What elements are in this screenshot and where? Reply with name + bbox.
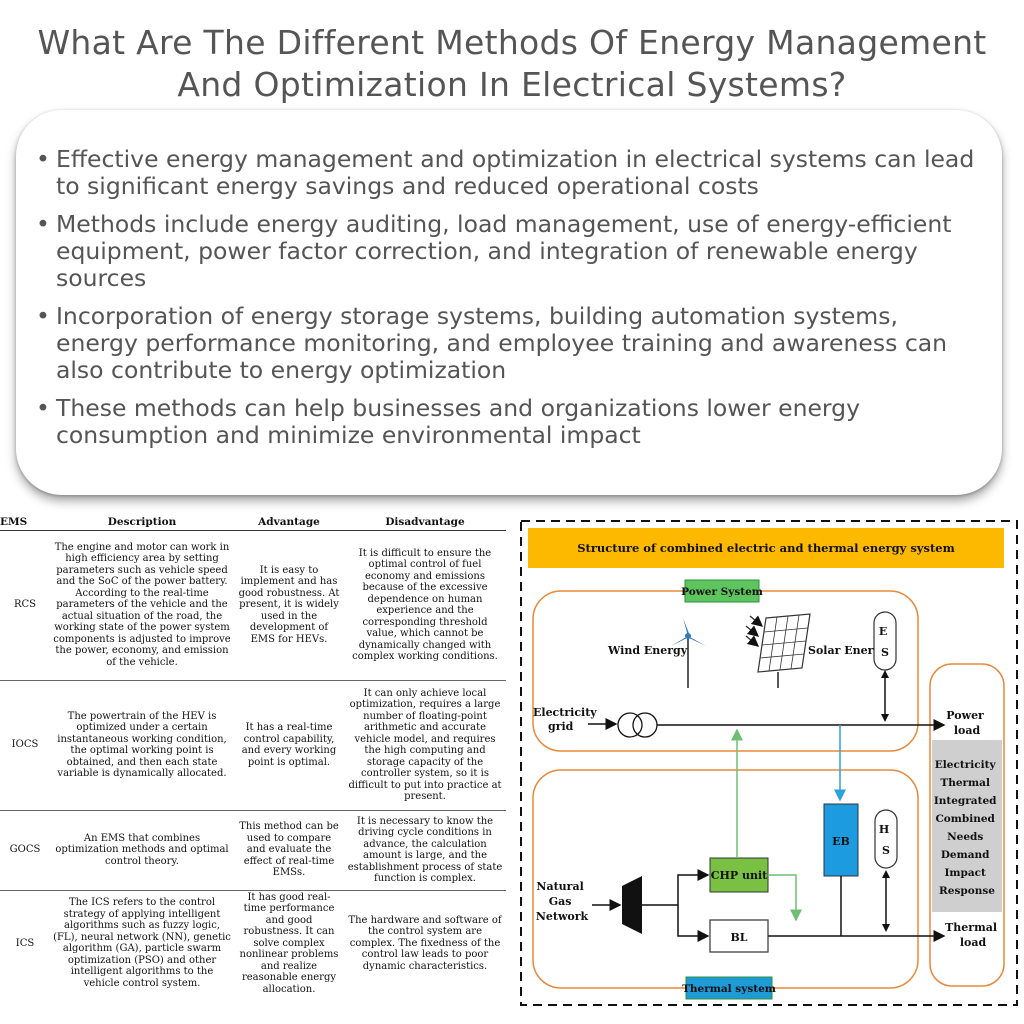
row-name: RCS	[0, 530, 50, 681]
page-title: What Are The Different Methods Of Energy…	[0, 22, 1024, 106]
es-letter: S	[881, 646, 889, 659]
gas-to-chp-line	[642, 869, 710, 906]
chp-unit-box	[709, 857, 769, 893]
gas-to-bl-line	[677, 905, 710, 942]
row-advantage: It is easy to implement and has good rob…	[234, 530, 344, 681]
es-label: E S	[879, 625, 891, 659]
hs-arrow-up	[882, 870, 890, 878]
energy-system-diagram: Structure of combined electric and therm…	[518, 518, 1024, 1014]
bullet-item: Incorporation of energy storage systems,…	[36, 303, 986, 384]
row-name: GOCS	[0, 810, 50, 891]
hs-letter: H	[879, 823, 889, 836]
row-advantage: This method can be used to compare and e…	[234, 810, 344, 891]
dr-line: Integrated	[934, 795, 997, 807]
power-load-line: Power	[946, 709, 984, 722]
gas-line: Network	[536, 910, 589, 923]
power-system-label: Power System	[681, 586, 763, 598]
row-advantage: It has good real-time performance and go…	[234, 890, 344, 994]
table-row: RCS The engine and motor can work in hig…	[0, 530, 506, 681]
row-description: The engine and motor can work in high ef…	[50, 530, 234, 681]
electricity-grid-label: Electricity grid	[533, 706, 601, 733]
demand-response-label: Electricity Thermal Integrated Combined …	[934, 759, 1000, 897]
transformer-icon	[617, 712, 658, 738]
thermal-system-label-box	[685, 976, 773, 1000]
thermal-load-line: load	[960, 936, 987, 949]
dr-line: Electricity	[935, 759, 997, 771]
dr-line: Response	[939, 885, 995, 897]
solar-energy-label: Solar Energy	[808, 644, 888, 657]
ems-table-image: EMS Description Advantage Disadvantage R…	[0, 516, 506, 994]
es-arrow-down	[881, 714, 889, 722]
table-header-row: EMS Description Advantage Disadvantage	[0, 516, 506, 531]
title-line-1: What Are The Different Methods Of Energy…	[37, 23, 987, 62]
diagram-header: Structure of combined electric and therm…	[577, 541, 955, 555]
thermal-system-label: Thermal system	[682, 983, 776, 995]
thermal-load-label: Thermal load	[945, 921, 1001, 949]
eb-box	[823, 803, 859, 877]
wind-turbine-icon	[671, 618, 706, 688]
bullet-item: Methods include energy auditing, load ma…	[36, 211, 986, 292]
row-description: The ICS refers to the control strategy o…	[50, 890, 234, 994]
power-system-label-box	[684, 579, 760, 603]
dr-line: Thermal	[940, 777, 990, 789]
dr-line: Combined	[935, 813, 995, 825]
gas-compressor-icon	[622, 876, 642, 934]
bl-box	[709, 919, 769, 953]
grid-line: grid	[548, 720, 574, 733]
gas-line: Natural	[536, 880, 583, 893]
header-description: Description	[50, 516, 234, 531]
wind-energy-label: Wind Energy	[607, 644, 688, 657]
load-region	[929, 663, 1005, 987]
solar-panel-icon	[745, 613, 811, 688]
dr-line: Impact	[944, 867, 986, 879]
table-row: GOCS An EMS that combines optimization m…	[0, 810, 506, 891]
row-disadvantage: It is difficult to ensure the optimal co…	[344, 530, 506, 681]
header-disadvantage: Disadvantage	[344, 516, 506, 531]
diagram-svg: Structure of combined electric and therm…	[520, 520, 1018, 1006]
chp-heat-line	[768, 874, 802, 922]
thermal-load-line: Thermal	[945, 921, 997, 934]
dr-line: Needs	[947, 831, 983, 843]
es-letter: E	[879, 625, 887, 638]
hs-letter: S	[882, 844, 890, 857]
title-line-2: And Optimization In Electrical Systems?	[177, 65, 847, 104]
natural-gas-label: Natural Gas Network	[536, 880, 589, 923]
dr-line: Demand	[941, 849, 990, 861]
row-disadvantage: The hardware and software of the control…	[344, 890, 506, 994]
row-name: IOCS	[0, 680, 50, 811]
row-description: The powertrain of the HEV is optimized u…	[50, 680, 234, 811]
table-row: IOCS The powertrain of the HEV is optimi…	[0, 680, 506, 811]
bl-label: BL	[730, 931, 747, 944]
header-advantage: Advantage	[234, 516, 344, 531]
chp-unit-label: CHP unit	[711, 869, 768, 882]
row-disadvantage: It is necessary to know the driving cycl…	[344, 810, 506, 891]
diagram-header-band	[528, 528, 1004, 568]
table-row: ICS The ICS refers to the control strate…	[0, 890, 506, 994]
hs-label: H S	[879, 823, 893, 857]
bullet-item: These methods can help businesses and or…	[36, 395, 986, 449]
bullet-item: Effective energy management and optimiza…	[36, 146, 986, 200]
es-arrow-up	[881, 670, 889, 678]
demand-response-box	[932, 740, 1002, 912]
header-ems: EMS	[0, 516, 50, 531]
hs-storage	[874, 809, 898, 869]
eb-label: EB	[832, 835, 850, 848]
gas-line: Gas	[549, 895, 572, 908]
es-storage	[873, 611, 897, 671]
row-name: ICS	[0, 890, 50, 994]
row-disadvantage: It can only achieve local optimization, …	[344, 680, 506, 811]
bullet-list: Effective energy management and optimiza…	[36, 146, 986, 460]
power-load-label: Power load	[946, 709, 987, 737]
ems-table: EMS Description Advantage Disadvantage R…	[0, 516, 506, 994]
power-load-line: load	[954, 724, 981, 737]
dashed-frame	[520, 520, 1018, 1006]
grid-line: Electricity	[533, 706, 597, 719]
row-advantage: It has a real-time control capability, a…	[234, 680, 344, 811]
row-description: An EMS that combines optimization method…	[50, 810, 234, 891]
hs-arrow-down	[882, 924, 890, 932]
power-system-region	[532, 590, 919, 752]
